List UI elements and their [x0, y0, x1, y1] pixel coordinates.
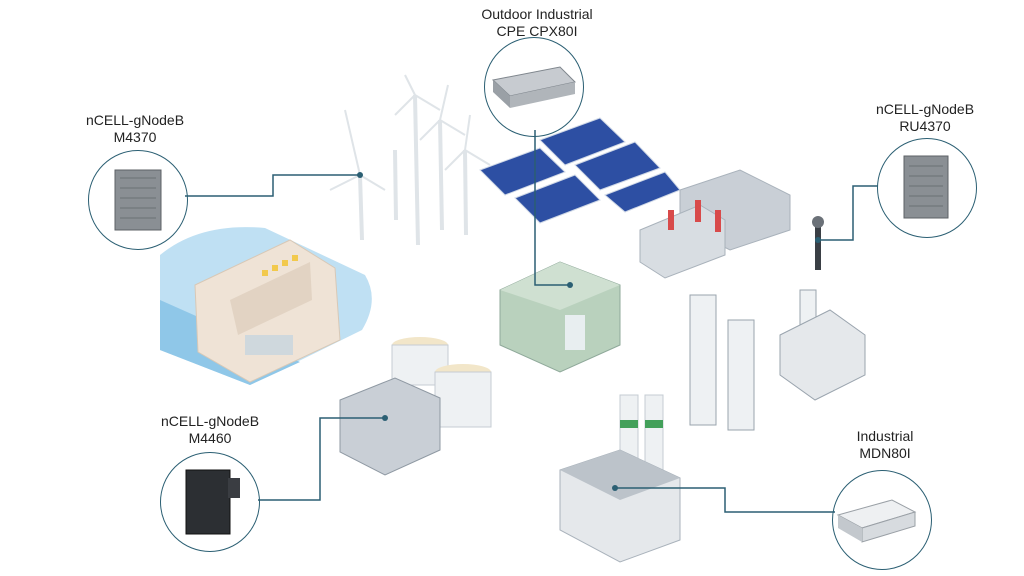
label-cpx80i: Outdoor Industrial CPE CPX80I	[452, 6, 622, 40]
label-m4370-line2: M4370	[113, 129, 157, 145]
bubble-m4460	[160, 452, 260, 552]
bubble-m4370	[88, 150, 188, 250]
refinery-towers	[689, 289, 866, 431]
label-m4370: nCELL-gNodeB M4370	[70, 112, 200, 146]
label-m4370-line1: nCELL-gNodeB	[85, 112, 185, 128]
label-m4460-line1: nCELL-gNodeB	[160, 413, 260, 429]
antenna-mast	[812, 216, 824, 270]
label-ru4370-line2: RU4370	[899, 118, 951, 134]
label-ru4370: nCELL-gNodeB RU4370	[860, 101, 990, 135]
hydro-dam	[160, 227, 372, 385]
substation	[639, 169, 791, 279]
bubble-ru4370	[877, 138, 977, 238]
label-ru4370-line1: nCELL-gNodeB	[875, 101, 975, 117]
control-building	[499, 261, 621, 373]
bubble-cpx80i	[484, 37, 584, 137]
label-cpx80i-line1: Outdoor Industrial	[481, 6, 593, 22]
label-m4460: nCELL-gNodeB M4460	[145, 413, 275, 447]
label-mdn80i-line1: Industrial	[856, 428, 914, 444]
connector-dots	[357, 172, 821, 491]
bubble-mdn80i	[832, 470, 932, 570]
warehouse	[559, 394, 681, 563]
label-m4460-line2: M4460	[188, 430, 232, 446]
label-mdn80i: Industrial MDN80I	[820, 428, 950, 462]
connector-lines	[185, 130, 878, 513]
label-cpx80i-line2: CPE CPX80I	[496, 23, 578, 39]
solar-array	[479, 117, 681, 224]
left-factory	[339, 337, 492, 476]
wind-farm	[329, 74, 491, 246]
label-mdn80i-line2: MDN80I	[859, 445, 911, 461]
